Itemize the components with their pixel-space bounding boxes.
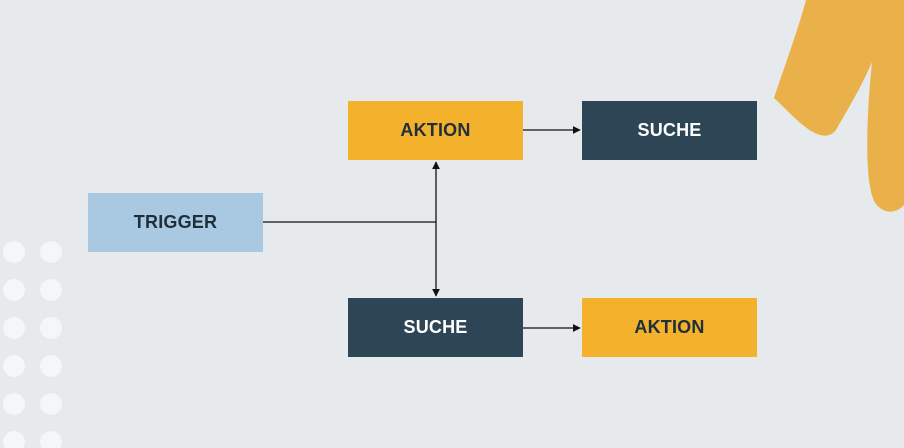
node-action-bottom: AKTION — [582, 298, 757, 357]
node-search-top: SUCHE — [582, 101, 757, 160]
node-trigger: TRIGGER — [88, 193, 263, 252]
node-action-top: AKTION — [348, 101, 523, 160]
node-action-bottom-label: AKTION — [634, 317, 704, 338]
node-trigger-label: TRIGGER — [134, 212, 217, 233]
node-search-bottom: SUCHE — [348, 298, 523, 357]
node-action-top-label: AKTION — [400, 120, 470, 141]
node-search-top-label: SUCHE — [637, 120, 701, 141]
node-search-bottom-label: SUCHE — [403, 317, 467, 338]
